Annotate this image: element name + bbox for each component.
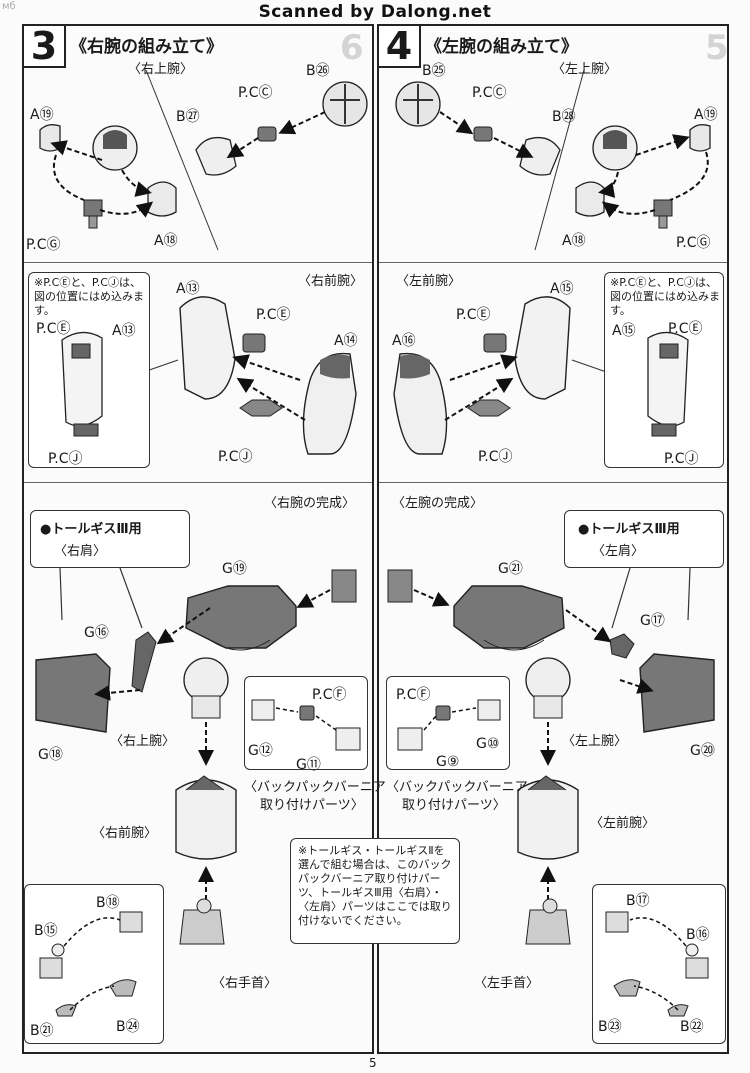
- part-label: A⑲: [30, 107, 54, 123]
- part-label: G⑳: [690, 743, 715, 759]
- part-label: B㉔: [116, 1019, 140, 1035]
- callout-title: ●トールギスⅢ用: [578, 522, 680, 537]
- part-label: A⑱: [154, 233, 178, 249]
- part-label: G⑩: [476, 736, 500, 752]
- part-label: P.CⒻ: [396, 687, 431, 703]
- step3-frame: [22, 24, 374, 1054]
- part-label: G⑪: [296, 757, 321, 773]
- step4-frame: [377, 24, 729, 1054]
- callout-subtitle: 〈右肩〉: [54, 544, 107, 559]
- step4-shoulder-callout: [564, 510, 724, 568]
- part-label: B㉕: [422, 63, 446, 79]
- backpack-caption: 取り付けパーツ〉: [402, 798, 506, 813]
- step-title: 《右腕の組み立て》: [70, 37, 223, 57]
- part-label: A⑯: [392, 333, 416, 349]
- divider: [379, 482, 727, 483]
- backpack-caption: 〈バックパックバーニア: [244, 780, 386, 795]
- section-heading: 〈左前腕〉: [396, 274, 462, 289]
- part-caption: 〈右前腕〉: [92, 826, 158, 841]
- part-label: P.CⒻ: [312, 687, 347, 703]
- section-heading: 〈右上腕〉: [128, 62, 194, 77]
- section-heading: 〈左上腕〉: [552, 62, 618, 77]
- part-label: P.CⒺ: [256, 307, 291, 323]
- part-label: B㉓: [598, 1019, 622, 1035]
- part-label: A⑭: [334, 333, 358, 349]
- backpack-caption: 〈バックパックバーニア: [386, 780, 528, 795]
- step4-upper-arm-parts: [395, 81, 711, 229]
- divider: [24, 482, 372, 483]
- center-note-box: [290, 838, 460, 944]
- part-label: A⑲: [694, 107, 718, 123]
- part-label: G⑱: [38, 747, 63, 763]
- section-heading: 〈右前腕〉: [298, 274, 364, 289]
- part-label: G㉑: [498, 561, 523, 577]
- step3-upper-arm-parts: [39, 81, 368, 229]
- part-label: A⑮: [550, 281, 574, 297]
- section-heading: 〈右腕の完成〉: [264, 496, 356, 511]
- callout-subtitle: 〈左肩〉: [592, 544, 645, 559]
- part-label: P.CⒸ: [472, 85, 507, 101]
- part-label: B⑰: [626, 893, 650, 909]
- step3-backpack-inset: [244, 676, 368, 770]
- inset-note: ※P.CⒺと、P.CⒿは、図の位置にはめ込みます。: [610, 276, 720, 317]
- center-note: ※トールギス・トールギスⅡを選んで組む場合は、このバックパックバーニア取り付けパ…: [298, 844, 452, 927]
- part-label: P.CⒺ: [668, 321, 703, 337]
- part-caption: 〈左前腕〉: [590, 816, 656, 831]
- step4-backpack-inset: [386, 676, 510, 770]
- part-label: P.CⒺ: [36, 321, 71, 337]
- part-label: A⑱: [562, 233, 586, 249]
- step3-forearm-parts: [134, 296, 357, 455]
- part-label: P.CⒿ: [218, 449, 253, 465]
- step-number: 4: [377, 24, 421, 68]
- part-label: G⑯: [84, 625, 109, 641]
- callout-title: ●トールギスⅢ用: [40, 522, 142, 537]
- part-caption: 〈左手首〉: [474, 976, 540, 991]
- part-label: G⑫: [248, 743, 273, 759]
- step-number: 3: [22, 24, 66, 68]
- part-label: B㉑: [30, 1023, 54, 1039]
- part-label: P.CⒼ: [26, 237, 61, 253]
- part-label: A⑮: [612, 323, 636, 339]
- part-label: P.CⒿ: [478, 449, 513, 465]
- inset-note: ※P.CⒺと、P.CⒿは、図の位置にはめ込みます。: [34, 276, 144, 317]
- scan-watermark: Scanned by Dalong.net: [258, 2, 492, 22]
- step3-shoulder-callout: [30, 510, 190, 568]
- divider: [24, 262, 372, 263]
- ghost-step-number: 5: [705, 28, 729, 68]
- part-label: P.CⒿ: [664, 451, 699, 467]
- part-label: G⑲: [222, 561, 247, 577]
- part-label: A⑬: [176, 281, 200, 297]
- part-caption: 〈左上腕〉: [562, 734, 628, 749]
- ghost-step-number: 6: [340, 28, 364, 68]
- part-label: A⑬: [112, 323, 136, 339]
- divider: [379, 262, 727, 263]
- part-label: P.CⒿ: [48, 451, 83, 467]
- section-heading: 〈左腕の完成〉: [392, 496, 484, 511]
- part-label: G⑰: [640, 613, 665, 629]
- part-caption: 〈右上腕〉: [110, 734, 176, 749]
- part-label: B㉗: [176, 109, 200, 125]
- part-label: P.CⒼ: [676, 235, 711, 251]
- part-label: B⑯: [686, 927, 710, 943]
- corner-mark: мб: [2, 1, 16, 12]
- part-label: B⑱: [96, 895, 120, 911]
- part-label: B㉖: [306, 63, 330, 79]
- part-label: G⑨: [436, 754, 460, 770]
- part-label: P.CⒺ: [456, 307, 491, 323]
- page-number: 5: [369, 1056, 377, 1070]
- part-label: P.CⒸ: [238, 85, 273, 101]
- part-label: B⑮: [34, 923, 58, 939]
- part-label: B㉘: [552, 109, 576, 125]
- part-label: B㉒: [680, 1019, 704, 1035]
- step4-forearm-parts: [393, 296, 616, 455]
- backpack-caption: 取り付けパーツ〉: [260, 798, 364, 813]
- part-caption: 〈右手首〉: [212, 976, 278, 991]
- step-title: 《左腕の組み立て》: [425, 37, 578, 57]
